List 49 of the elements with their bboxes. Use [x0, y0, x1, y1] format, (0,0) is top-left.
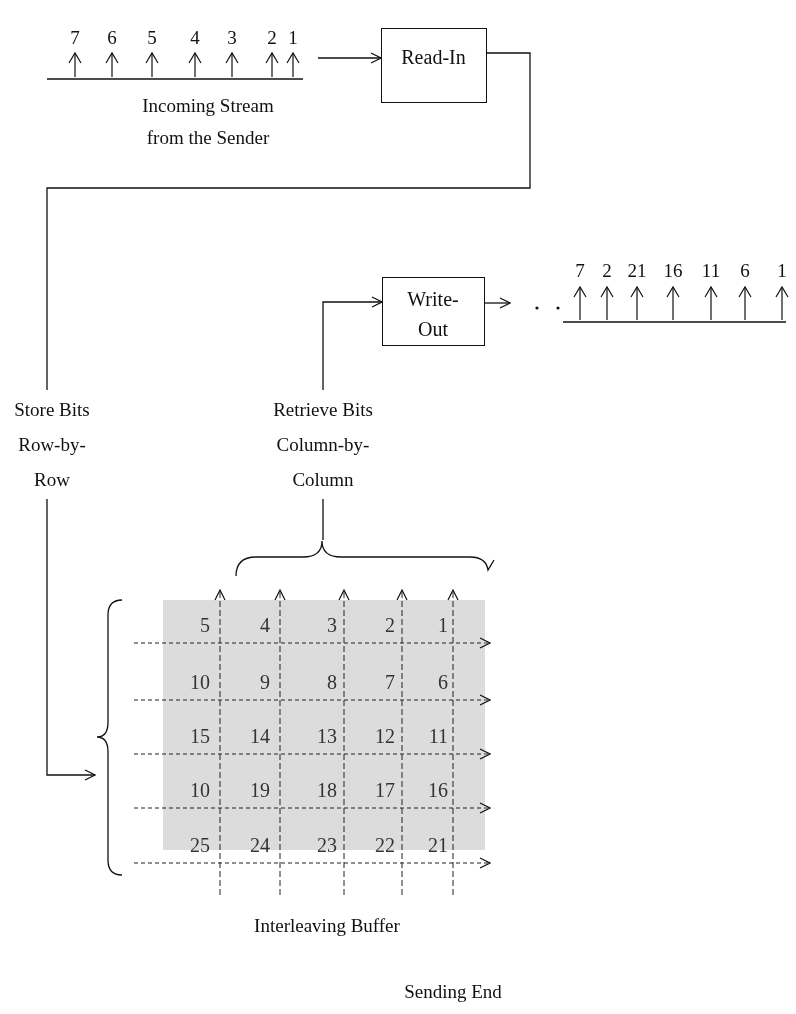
cell-number: 11: [427, 725, 448, 747]
cell-number: 18: [316, 779, 337, 801]
bit-number: 2: [266, 27, 278, 49]
cell-number: 1: [437, 614, 448, 636]
cell-number: 25: [189, 834, 210, 856]
cell-number: 24: [249, 834, 270, 856]
bit-number: 6: [106, 27, 118, 49]
bit-number: 1: [776, 260, 788, 282]
cell-number: 14: [249, 725, 270, 747]
bit-number: 7: [69, 27, 81, 49]
cell-number: 5: [199, 614, 210, 636]
cell-number: 7: [384, 671, 395, 693]
bit-number: 3: [226, 27, 238, 49]
cell-number: 23: [316, 834, 337, 856]
cell-number: 9: [259, 671, 270, 693]
cell-number: 22: [374, 834, 395, 856]
cell-number: 13: [316, 725, 337, 747]
cell-number: 21: [427, 834, 448, 856]
cell-number: 3: [326, 614, 337, 636]
box-label: Read-In: [400, 45, 467, 70]
cell-number: 12: [374, 725, 395, 747]
cell-number: 2: [384, 614, 395, 636]
bit-number: 4: [189, 27, 201, 49]
bit-number: 7: [574, 260, 586, 282]
cell-number: 16: [427, 779, 448, 801]
process-box: [381, 28, 487, 103]
cell-number: 4: [259, 614, 270, 636]
arrow: [46, 52, 531, 781]
process-box: [382, 277, 485, 346]
node-label: Incoming Stream from the Sender: [141, 94, 275, 150]
box-label: Write-Out: [406, 287, 460, 342]
bit-number: 2: [601, 260, 613, 282]
bit-number: 21: [626, 260, 648, 282]
bit-number: 5: [146, 27, 158, 49]
cell-number: 10: [189, 779, 210, 801]
bit-number: 6: [739, 260, 751, 282]
bit-number: 11: [700, 260, 722, 282]
cell-number: 19: [249, 779, 270, 801]
cell-number: 6: [437, 671, 448, 693]
cell-number: 10: [189, 671, 210, 693]
caption: Sending End: [403, 981, 503, 1003]
bit-number: 16: [662, 260, 684, 282]
bit-number: 1: [287, 27, 299, 49]
node-label: Interleaving Buffer: [253, 914, 401, 938]
cell-number: 17: [374, 779, 395, 801]
arrow: [317, 52, 382, 64]
cell-number: 15: [189, 725, 210, 747]
cell-number: 8: [326, 671, 337, 693]
arrow: [484, 297, 511, 309]
